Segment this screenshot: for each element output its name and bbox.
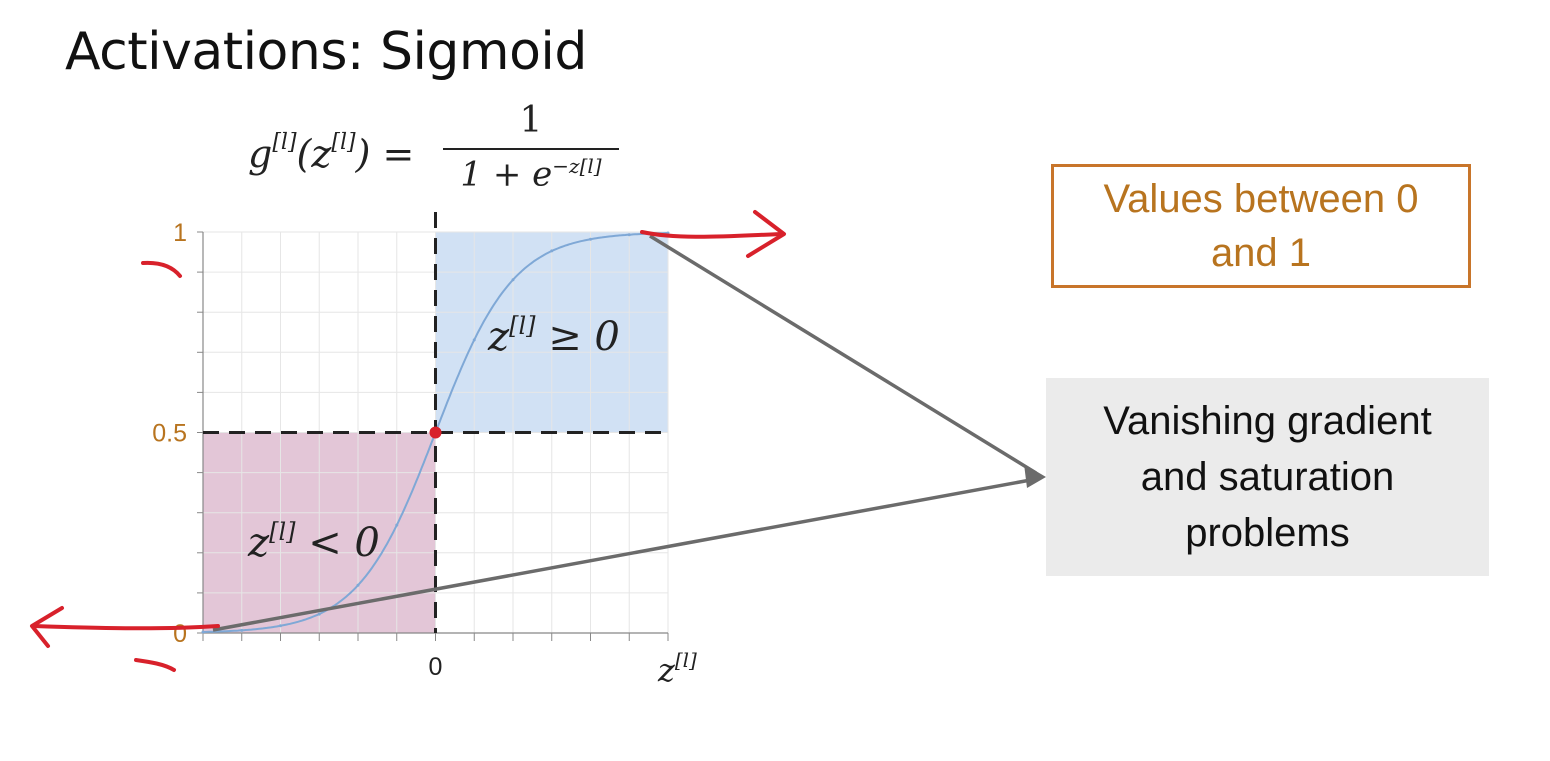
saturation-arrow-upper — [649, 234, 1037, 475]
y-tick-label: 0 — [173, 620, 187, 648]
sigmoid-data-point — [356, 583, 360, 587]
y-tick-label: 1 — [173, 219, 187, 247]
formula-numerator: 1 — [519, 100, 543, 141]
values-range-callout: Values between 0 and 1 — [1051, 164, 1471, 288]
red-one-mark — [141, 260, 182, 278]
negative-region-label: z[l] < 0 — [247, 518, 380, 566]
slide-title: Activations: Sigmoid — [65, 22, 587, 82]
x-axis-label: z[l] — [657, 648, 697, 689]
sigmoid-data-point — [472, 338, 476, 342]
saturation-arrow-lower — [212, 477, 1037, 632]
sigmoid-data-point — [550, 249, 554, 253]
x-tick-label: 0 — [429, 653, 443, 681]
formula-g-sup: [l] — [272, 130, 297, 156]
sigmoid-data-point — [589, 237, 592, 241]
midpoint-marker — [429, 426, 442, 439]
fraction-bar — [443, 148, 619, 150]
vanishing-gradient-callout: Vanishing gradient and saturation proble… — [1046, 378, 1489, 576]
red-left-arrow-shaft — [32, 624, 220, 631]
sigmoid-data-point — [395, 523, 399, 527]
formula-arg-sup: [l] — [331, 130, 356, 156]
red-right-arrow-shaft — [640, 230, 784, 239]
formula-denominator: 1 + e−z[l] — [443, 154, 619, 194]
formula-tail: ) = — [355, 132, 415, 176]
formula-g: g — [248, 132, 273, 176]
sigmoid-data-point — [201, 630, 205, 634]
formula-lhs: g[l](z[l]) = — [248, 130, 415, 176]
sigmoid-data-point — [627, 233, 631, 237]
formula-fraction: 1 1 + e−z[l] — [443, 100, 619, 194]
sigmoid-data-point — [317, 612, 321, 616]
formula-den-base: 1 + e — [460, 154, 553, 195]
arrow-head — [1024, 464, 1046, 488]
y-tick-label: 0.5 — [152, 420, 187, 448]
sigmoid-data-point — [279, 624, 282, 628]
formula-den-sup: −z[l] — [552, 154, 602, 178]
red-left-arrow-head — [30, 606, 64, 648]
red-right-arrow-head — [746, 210, 786, 258]
formula-arg: (z — [296, 132, 332, 176]
sigmoid-data-point — [511, 278, 515, 282]
sigmoid-data-point — [240, 628, 244, 632]
positive-region-label: z[l] ≥ 0 — [487, 312, 620, 360]
red-zero-mark — [134, 658, 176, 672]
